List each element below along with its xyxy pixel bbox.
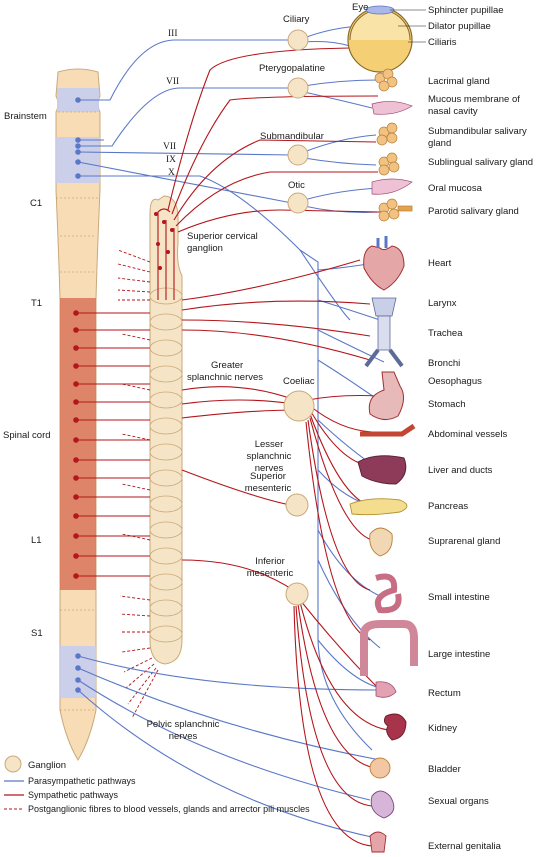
lacrimal-gland-label: Lacrimal gland <box>428 76 490 87</box>
large-intestine-illustration <box>360 620 418 676</box>
rectum-label: Rectum <box>428 688 461 699</box>
sphincter-pupillae-label: Sphincter pupillae <box>428 5 504 16</box>
pancreas-label: Pancreas <box>428 501 468 512</box>
stomach-label: Stomach <box>428 399 466 410</box>
heart-illustration <box>363 236 405 291</box>
s1-label: S1 <box>31 628 43 639</box>
submandibular-ganglion-label: Submandibular <box>260 131 324 142</box>
sympathetic-trunk <box>149 195 183 665</box>
pelvic-splanchnic-nerves-label: Pelvic splanchnic <box>147 719 220 730</box>
legend-sympathetic-label: Sympathetic pathways <box>28 790 119 800</box>
nasal-mucosa-label-line2: nasal cavity <box>428 106 478 117</box>
liver-and-ducts-label: Liver and ducts <box>428 465 493 476</box>
external-genitalia-illustration <box>369 831 387 853</box>
legend-parasympathetic-label: Parasympathetic pathways <box>28 776 136 786</box>
bronchi-label: Bronchi <box>428 358 460 369</box>
cranial-parasympathetic-pathways <box>77 25 385 751</box>
superior-mesenteric-ganglion-label-line2: mesenteric <box>245 483 292 494</box>
rectum-illustration <box>375 681 397 698</box>
abdominal-vessels-label: Abdominal vessels <box>428 429 507 440</box>
sublingual-gland-illustration <box>378 152 400 176</box>
coeliac-ganglion-label: Coeliac <box>283 376 315 387</box>
pancreas-illustration <box>349 498 408 516</box>
sublingual-gland-label: Sublingual salivary gland <box>428 157 533 168</box>
dilator-pupillae-label: Dilator pupillae <box>428 21 491 32</box>
oral-mucosa-label: Oral mucosa <box>428 183 483 194</box>
submandibular-gland-label: Submandibular salivary <box>428 126 527 137</box>
superior-cervical-ganglion-label: Superior cervical <box>187 231 258 242</box>
submandibular-gland-label-line2: gland <box>428 138 451 149</box>
oesophagus-label: Oesophagus <box>428 376 482 387</box>
superior-mesenteric-ganglion-label: Superior <box>250 471 286 482</box>
sympathetic-outflow <box>76 312 150 577</box>
small-intestine-illustration <box>374 573 402 614</box>
lesser-splanchnic-nerves-label: Lesser <box>255 439 284 450</box>
superior-cervical-ganglion-label-line2: ganglion <box>187 243 223 254</box>
parotid-gland-label: Parotid salivary gland <box>428 206 519 217</box>
bladder-illustration <box>369 757 391 779</box>
sympathetic-target-pathways <box>167 47 389 847</box>
eye-label: Eye <box>352 2 368 13</box>
kidney-label: Kidney <box>428 723 457 734</box>
t1-label: T1 <box>31 298 42 309</box>
sexual-organs-label: Sexual organs <box>428 796 489 807</box>
larynx-label: Larynx <box>428 298 457 309</box>
abdominal-vessels-illustration <box>360 423 416 437</box>
external-genitalia-label: External genitalia <box>428 841 502 852</box>
inferior-mesenteric-ganglion-label: Inferior <box>255 556 285 567</box>
trachea-label: Trachea <box>428 328 463 339</box>
c1-label: C1 <box>30 198 42 209</box>
small-intestine-label: Small intestine <box>428 592 490 603</box>
l1-label: L1 <box>31 535 42 546</box>
legend-postganglionic-label: Postganglionic fibres to blood vessels, … <box>28 804 310 814</box>
pterygopalatine-ganglion-label: Pterygopalatine <box>259 63 325 74</box>
bladder-label: Bladder <box>428 764 461 775</box>
suprarenal-gland-label: Suprarenal gland <box>428 536 500 547</box>
parotid-gland-illustration <box>378 198 413 222</box>
postganglionic-fibres <box>117 249 159 719</box>
heart-label: Heart <box>428 258 452 269</box>
peripheral-ganglia <box>283 29 315 606</box>
stomach-illustration <box>368 371 404 420</box>
lacrimal-gland-illustration <box>374 68 398 92</box>
thoracolumbar-sympathetic-zone <box>60 298 96 590</box>
lesser-splanchnic-nerves-label-line3: nerves <box>255 463 284 474</box>
nasal-mucosa-illustration <box>371 101 413 115</box>
greater-splanchnic-nerves-label-line2: splanchnic nerves <box>187 372 263 383</box>
kidney-illustration <box>383 713 407 741</box>
ciliary-ganglion-label: Ciliary <box>283 14 310 25</box>
eye-illustration <box>347 5 413 73</box>
large-intestine-label: Large intestine <box>428 649 490 660</box>
pelvic-splanchnic-nerves-label-line2: nerves <box>169 731 198 742</box>
otic-ganglion-label: Otic <box>288 180 305 191</box>
legend-ganglion-label: Ganglion <box>28 760 66 771</box>
inferior-mesenteric-ganglion-label-line2: mesenteric <box>247 568 294 579</box>
suprarenal-gland-illustration <box>369 527 393 557</box>
liver-illustration <box>357 455 407 485</box>
ciliaris-label: Ciliaris <box>428 37 457 48</box>
cranial-nerve-iii-label: III <box>168 29 178 39</box>
brainstem-label: Brainstem <box>4 111 47 122</box>
cranial-nerve-vii-label-lower: VII <box>163 142 176 152</box>
greater-splanchnic-nerves-label: Greater <box>211 360 243 371</box>
cranial-nerve-vii-label-upper: VII <box>166 77 179 87</box>
nasal-mucosa-label: Mucous membrane of <box>428 94 520 105</box>
lesser-splanchnic-nerves-label-line2: splanchnic <box>247 451 292 462</box>
cranial-nerve-ix-label: IX <box>166 155 176 165</box>
submandibular-gland-illustration <box>376 122 398 146</box>
spinal-cord-label: Spinal cord <box>3 430 51 441</box>
sexual-organs-illustration <box>370 790 395 819</box>
oral-mucosa-illustration <box>371 178 413 195</box>
legend-ganglion-swatch <box>4 755 22 773</box>
cranial-nerve-x-label: X <box>168 168 175 178</box>
legend: Ganglion Parasympathetic pathways Sympat… <box>4 755 310 814</box>
larynx-trachea-illustration <box>364 297 404 368</box>
